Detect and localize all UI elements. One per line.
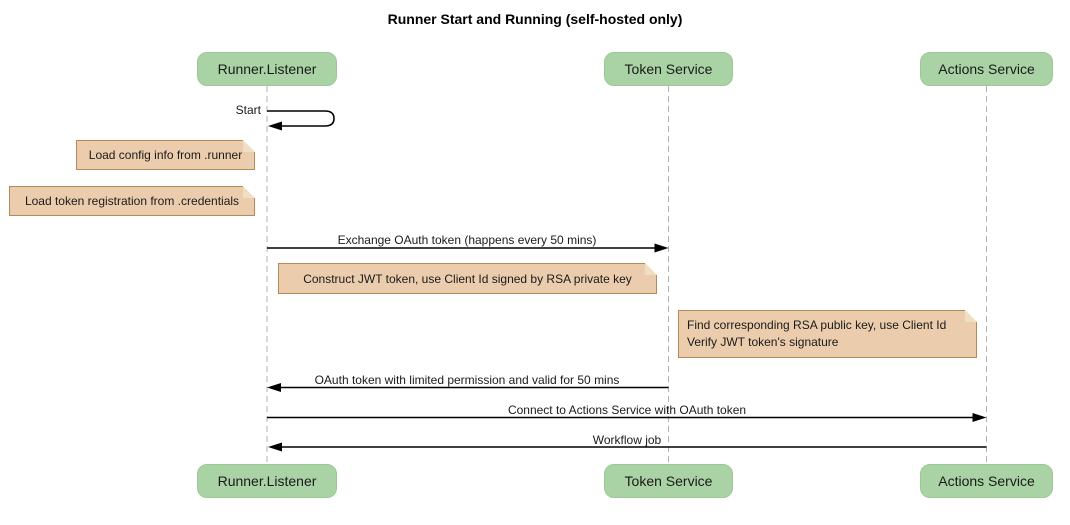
message-arrow-connect bbox=[267, 413, 987, 422]
participant-label: Token Service bbox=[624, 473, 713, 489]
participant-label: Token Service bbox=[624, 61, 713, 77]
note-text: Load config info from .runner bbox=[88, 148, 243, 162]
participant-bottom-actions-service: Actions Service bbox=[920, 464, 1053, 498]
message-label-exchange: Exchange OAuth token (happens every 50 m… bbox=[337, 233, 597, 247]
diagram-title: Runner Start and Running (self-hosted on… bbox=[387, 11, 683, 27]
note-verify-jwt: Find corresponding RSA public key, use C… bbox=[678, 310, 977, 358]
participant-top-token-service: Token Service bbox=[604, 52, 733, 86]
note-load-token-registration: Load token registration from .credential… bbox=[9, 186, 255, 216]
participant-top-runner-listener: Runner.Listener bbox=[197, 52, 337, 86]
note-text: Load token registration from .credential… bbox=[24, 194, 240, 208]
participant-top-actions-service: Actions Service bbox=[920, 52, 1053, 86]
participant-label: Actions Service bbox=[938, 473, 1035, 489]
participant-label: Actions Service bbox=[938, 61, 1035, 77]
participant-bottom-token-service: Token Service bbox=[604, 464, 733, 498]
note-text-line2: Verify JWT token's signature bbox=[687, 335, 839, 349]
note-text-line1: Find corresponding RSA public key, use C… bbox=[687, 318, 947, 332]
participant-label: Runner.Listener bbox=[217, 473, 317, 489]
participant-bottom-runner-listener: Runner.Listener bbox=[197, 464, 337, 498]
note-text: Construct JWT token, use Client Id signe… bbox=[303, 271, 632, 286]
message-label-start: Start bbox=[235, 103, 261, 117]
message-label-workflow: Workflow job bbox=[592, 433, 662, 447]
message-arrow-oauth-return bbox=[267, 383, 669, 392]
message-label-oauth-return: OAuth token with limited permission and … bbox=[314, 373, 620, 387]
message-label-connect: Connect to Actions Service with OAuth to… bbox=[507, 403, 747, 417]
participant-label: Runner.Listener bbox=[217, 61, 317, 77]
message-arrow-exchange bbox=[267, 243, 669, 253]
note-construct-jwt: Construct JWT token, use Client Id signe… bbox=[278, 263, 657, 294]
message-arrow-workflow bbox=[268, 442, 987, 452]
self-message-start-arrow bbox=[267, 110, 335, 131]
note-load-config: Load config info from .runner bbox=[76, 140, 255, 170]
